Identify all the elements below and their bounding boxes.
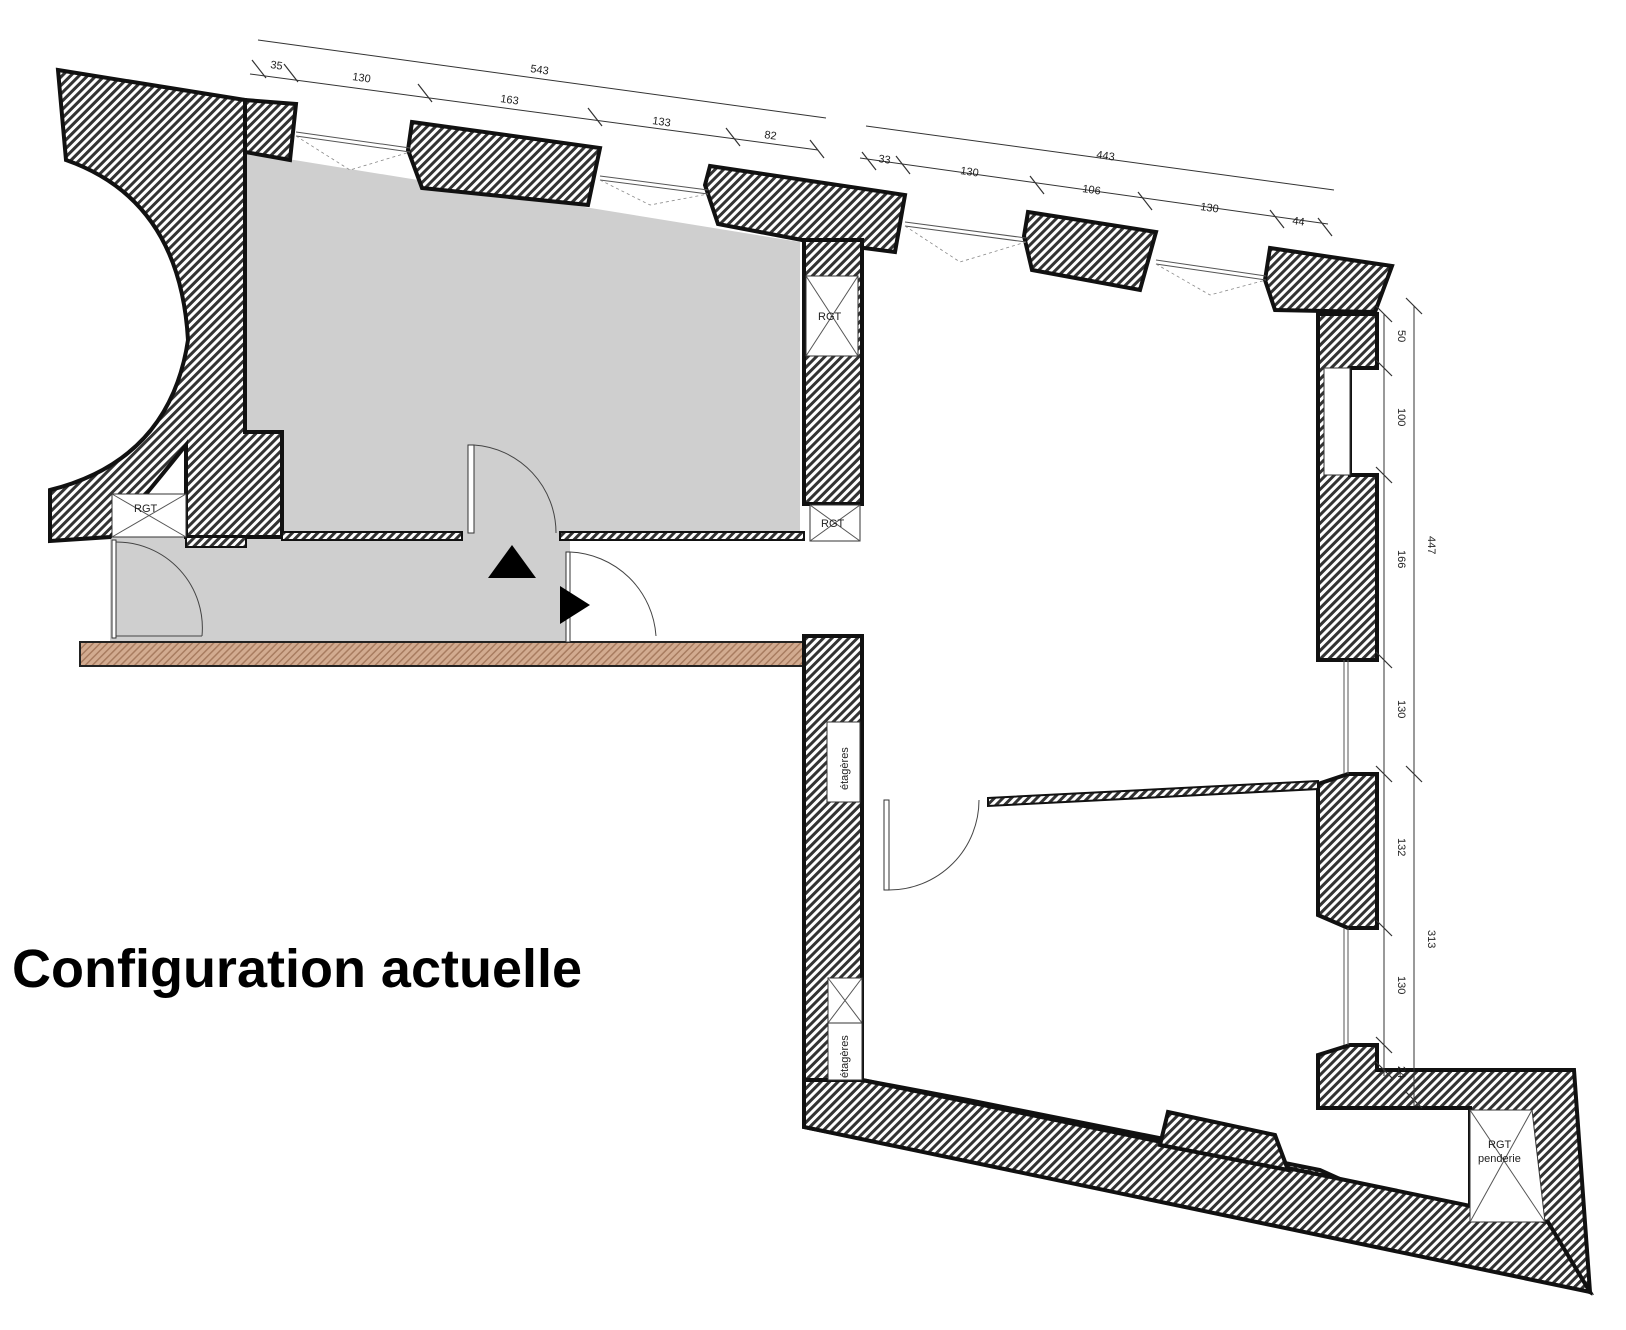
dimension-right: 447 313 50 100 166 130 132 130 24	[1375, 297, 1437, 1109]
entry-arrow-right	[560, 586, 590, 624]
wall-diagonal-partition	[987, 779, 1319, 808]
dim-right-3: 166	[1395, 550, 1407, 568]
wall-left-stub	[185, 536, 247, 548]
dim-top-left-2: 130	[352, 71, 372, 85]
label-rgt-penderie-1: RGT	[1488, 1139, 1512, 1151]
dim-right-6: 130	[1395, 976, 1407, 994]
dimension-top-left: 543 35 130 163 133 82	[249, 39, 827, 159]
terrace-strip	[79, 641, 806, 667]
shelf-etageres-2	[827, 1022, 863, 1081]
label-rgt-bottom: RGT	[821, 518, 845, 530]
wall-right-upper	[1316, 312, 1379, 662]
wall-right-middle	[1316, 772, 1379, 930]
dim-top-left-3: 163	[500, 93, 520, 107]
dimension-top-right: 443 33 130 106 130 44	[859, 125, 1335, 237]
wall-bottom	[802, 1078, 1595, 1295]
dim-top-right-2: 130	[960, 165, 980, 179]
dim-top-right-total: 443	[1096, 149, 1116, 163]
wall-top-2	[405, 119, 603, 208]
wall-bottom-block	[1157, 1109, 1292, 1173]
wall-hall-top-2	[559, 531, 805, 541]
dim-top-left-1: 35	[270, 59, 284, 73]
dim-top-right-4: 130	[1200, 201, 1220, 215]
dim-right-7: 24	[1395, 1066, 1407, 1078]
wall-left-curved	[48, 67, 284, 544]
wall-hall-top	[281, 531, 463, 541]
shelf-etageres-1	[826, 721, 861, 803]
label-rgt-left: RGT	[134, 503, 158, 515]
window-niche-right	[1323, 367, 1351, 476]
label-rgt-penderie-2: penderie	[1478, 1153, 1521, 1165]
dim-right-4: 130	[1395, 700, 1407, 718]
wall-top-1	[243, 97, 299, 163]
dim-top-left-5: 82	[764, 129, 778, 143]
dim-top-left-total: 543	[530, 63, 550, 77]
windows	[295, 131, 1349, 1045]
dim-right-total-lower: 313	[1425, 930, 1437, 948]
label-etageres-1: étagères	[839, 747, 851, 790]
dim-right-1: 50	[1395, 330, 1407, 342]
dim-top-right-1: 33	[878, 153, 892, 167]
dim-top-right-3: 106	[1082, 183, 1102, 197]
dim-top-right-5: 44	[1292, 215, 1306, 229]
label-rgt-top: RGT	[818, 311, 842, 323]
hall-gray	[110, 537, 570, 642]
dim-right-total-upper: 447	[1425, 536, 1437, 554]
dim-right-2: 100	[1395, 408, 1407, 426]
wall-top-4	[1021, 209, 1159, 293]
wall-top-5	[1262, 245, 1395, 315]
plan-title: Configuration actuelle	[12, 939, 583, 999]
entry-arrow-up	[488, 545, 536, 578]
label-etageres-2: étagères	[839, 1035, 851, 1078]
dim-top-left-4: 133	[652, 115, 672, 129]
dim-right-5: 132	[1395, 838, 1407, 856]
main-room-gray	[245, 152, 800, 537]
